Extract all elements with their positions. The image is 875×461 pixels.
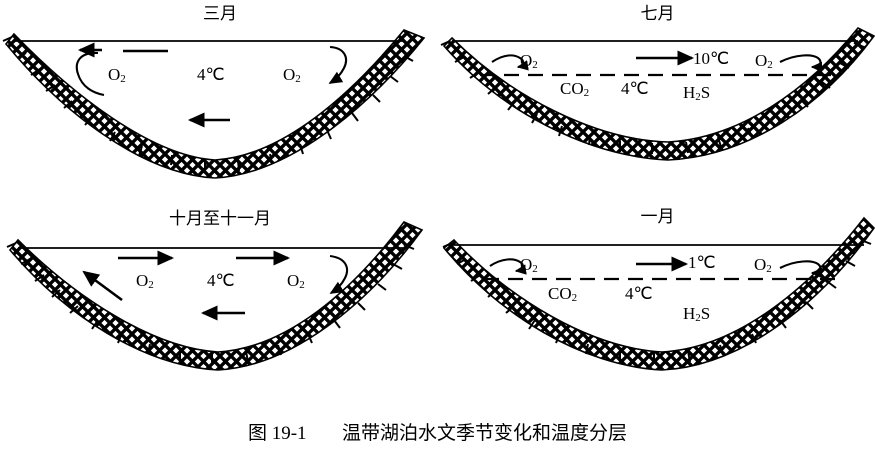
panel-title-march: 三月 — [203, 4, 237, 23]
flow-arrows-july — [491, 50, 823, 73]
basin-hatch-ticks-october-november — [6, 242, 415, 363]
label-h2s-july: H2S — [683, 83, 711, 104]
panel-march: 三月 O2 4℃ O2 — [0, 0, 440, 180]
label-co2-july: CO2 — [560, 79, 590, 100]
label-o2-right-july: O2 — [755, 51, 773, 72]
label-o2-left-october-november: O2 — [136, 271, 154, 292]
panel-title-january: 一月 — [640, 207, 675, 226]
slope-arrow-left-october-november — [82, 270, 123, 302]
figure-caption-text: 温带湖泊水文季节变化和温度分层 — [342, 423, 628, 444]
panel-title-july: 七月 — [640, 4, 675, 23]
figure-caption-number: 图 19-1 — [247, 423, 307, 444]
circulation-left-july — [491, 54, 529, 71]
label-temperature-epilimnion-july: 10℃ — [693, 49, 730, 68]
label-o2-left-march: O2 — [108, 65, 126, 86]
basin-wall-july — [442, 26, 875, 161]
circulation-left-january — [489, 258, 527, 275]
lake-basin-january — [442, 216, 875, 371]
basin-wall-october-november — [8, 221, 424, 371]
basin-wall-january — [442, 216, 875, 371]
basin-hatch-ticks-march — [2, 36, 414, 172]
panel-july: 七月 O2 10℃ O2 CO2 4℃ H2S — [440, 0, 875, 180]
label-o2-right-october-november: O2 — [287, 271, 305, 292]
label-h2s-january: H2S — [683, 304, 711, 325]
figure-caption: 图 19-1 温带湖泊水文季节变化和温度分层 — [0, 418, 875, 445]
circulation-right-october-november — [329, 254, 349, 294]
panel-october-november: 十月至十一月 O2 4℃ O2 — [0, 180, 440, 371]
lake-basin-march — [2, 29, 426, 179]
circulation-right-january — [779, 260, 823, 279]
flow-arrows-march — [75, 42, 348, 128]
basin-hatch-ticks-january — [442, 239, 872, 363]
label-temperature-march: 4℃ — [197, 65, 225, 84]
basin-hatch-ticks-july — [440, 40, 865, 154]
basin-wall-march — [4, 29, 426, 179]
label-temperature-october-november: 4℃ — [207, 271, 235, 290]
label-temperature-epilimnion-january: 1℃ — [688, 253, 716, 272]
label-o2-left-july: O2 — [520, 51, 538, 72]
label-co2-january: CO2 — [548, 284, 578, 305]
panel-january: 一月 O2 1℃ O2 CO2 4℃ H2S — [440, 180, 875, 371]
circulation-right-march — [328, 45, 348, 84]
flow-arrows-january — [489, 256, 823, 279]
flow-arrows-october-november — [82, 250, 349, 321]
panel-title-october-november: 十月至十一月 — [169, 209, 271, 228]
circulation-right-july — [779, 54, 823, 73]
circulation-left-march — [75, 51, 105, 97]
label-o2-right-march: O2 — [283, 65, 301, 86]
lake-basin-july — [440, 26, 875, 161]
label-temperature-hypolimnion-july: 4℃ — [621, 79, 649, 98]
label-o2-right-january: O2 — [754, 255, 772, 276]
label-temperature-hypolimnion-january: 4℃ — [625, 284, 653, 303]
label-o2-left-january: O2 — [520, 255, 538, 276]
lake-basin-october-november — [6, 221, 424, 371]
